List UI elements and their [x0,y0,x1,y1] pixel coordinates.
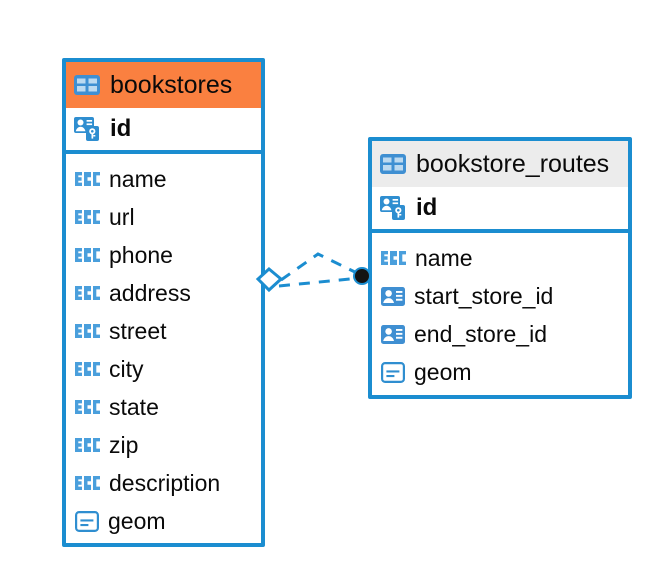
field-row[interactable]: phone [66,236,261,274]
field-row[interactable]: description [66,464,261,502]
relationship-connector[interactable] [255,238,385,318]
field-row[interactable]: end_store_id [372,315,628,353]
field-row[interactable]: state [66,388,261,426]
relationship-line-upper [280,252,360,282]
field-label: street [109,317,167,344]
abc-text-icon [75,172,100,186]
field-label: name [109,165,167,192]
entity-title: bookstores [110,70,233,99]
primary-key-row[interactable]: id [66,108,261,154]
field-label: start_store_id [414,282,554,309]
field-list-bookstore-routes: name start_store_id [372,233,628,395]
entity-title: bookstore_routes [416,149,610,178]
field-row[interactable]: name [66,160,261,198]
field-label: zip [109,431,139,458]
field-row[interactable]: url [66,198,261,236]
field-label: phone [109,241,173,268]
foreign-key-icon [381,286,405,306]
primary-key-row[interactable]: id [372,187,628,233]
abc-text-icon [75,248,100,262]
field-label: geom [414,358,472,385]
field-row[interactable]: geom [372,353,628,391]
field-label: end_store_id [414,320,547,347]
entity-bookstores[interactable]: bookstores id [62,58,265,547]
relationship-line-lower [278,276,361,288]
field-row[interactable]: name [372,239,628,277]
field-label: description [109,469,221,496]
field-label: address [109,279,191,306]
primary-key-icon [380,196,405,220]
table-icon [380,154,406,174]
field-row[interactable]: city [66,350,261,388]
geometry-icon [381,361,405,383]
filled-circle-marker [353,267,371,285]
field-row[interactable]: start_store_id [372,277,628,315]
primary-key-label: id [110,115,132,142]
field-list-bookstores: name url phone [66,154,261,544]
field-row[interactable]: zip [66,426,261,464]
field-row[interactable]: address [66,274,261,312]
field-label: state [109,393,159,420]
abc-text-icon [75,286,100,300]
abc-text-icon [75,438,100,452]
entity-bookstore-routes[interactable]: bookstore_routes id [368,137,632,399]
hollow-diamond-marker [255,267,284,293]
primary-key-label: id [416,194,438,221]
abc-text-icon [75,210,100,224]
abc-text-icon [75,324,100,338]
geometry-icon [75,510,99,532]
abc-text-icon [75,362,100,376]
field-label: name [415,244,473,271]
field-row[interactable]: geom [66,502,261,540]
abc-text-icon [381,251,406,265]
field-row[interactable]: street [66,312,261,350]
table-icon [74,75,100,95]
field-label: city [109,355,144,382]
field-label: url [109,203,135,230]
abc-text-icon [75,400,100,414]
field-label: geom [108,507,166,534]
entity-header-bookstores[interactable]: bookstores [66,62,261,108]
foreign-key-icon [381,324,405,344]
entity-header-bookstore-routes[interactable]: bookstore_routes [372,141,628,187]
primary-key-icon [74,117,99,141]
abc-text-icon [75,476,100,490]
